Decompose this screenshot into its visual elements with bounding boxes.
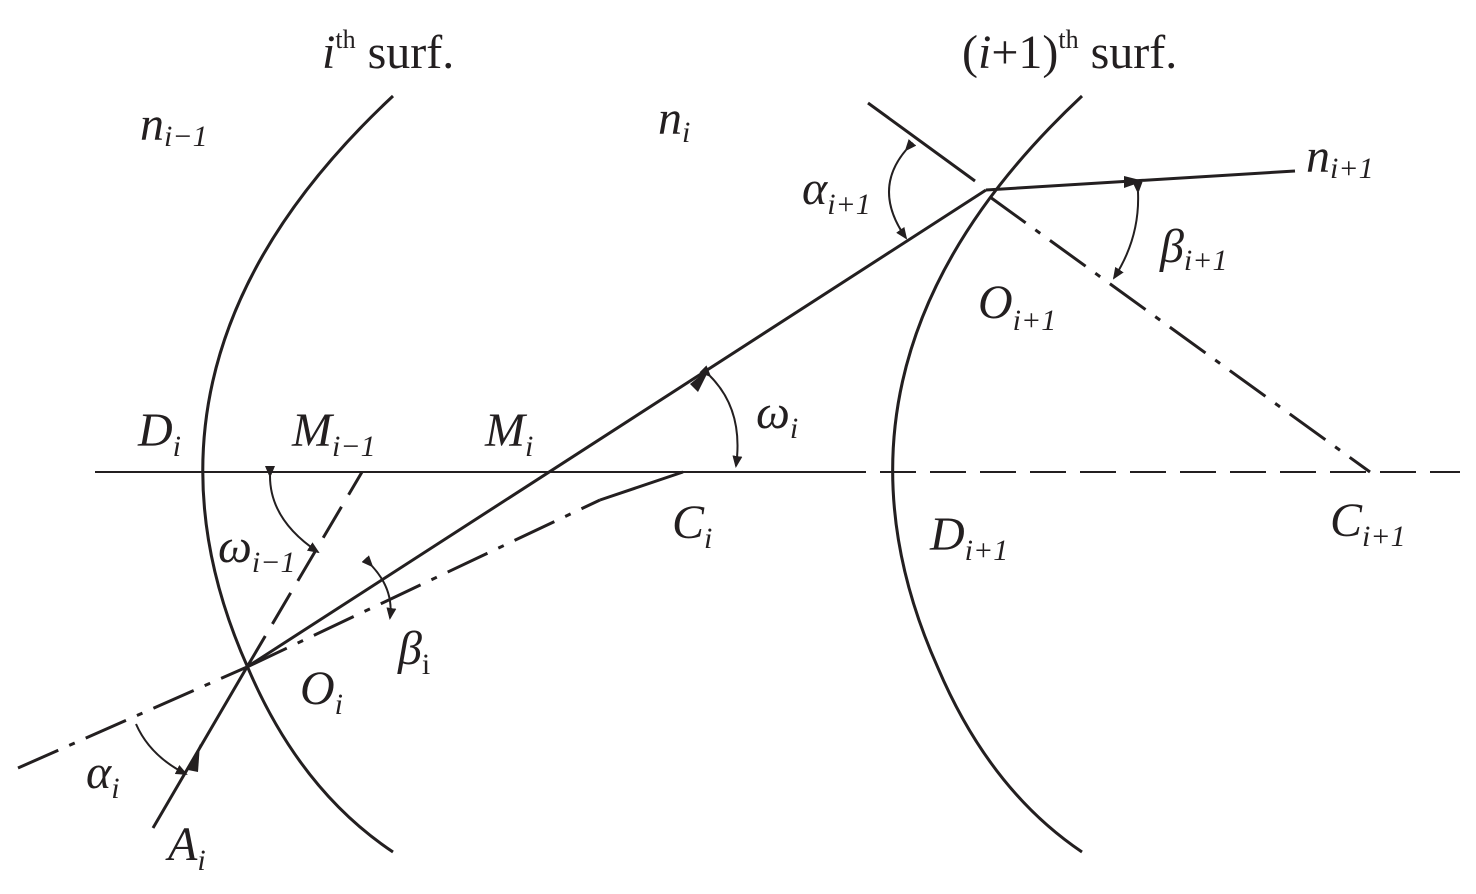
label-n-prev: ni−1 — [140, 98, 208, 153]
label-omega-i: ωi — [756, 386, 798, 445]
label-M-i: Mi — [484, 404, 533, 463]
label-A-i: Ai — [165, 818, 206, 877]
label-C-next: Ci+1 — [1330, 494, 1406, 553]
label-alpha-next: αi+1 — [802, 162, 871, 221]
label-D-i: Di — [137, 404, 181, 463]
alpha-next-arc — [888, 139, 917, 240]
label-O-next: Oi+1 — [978, 276, 1056, 337]
label-omega-prev: ωi−1 — [218, 520, 295, 579]
omega-i-arc — [699, 365, 743, 468]
label-alpha-i: αi — [86, 746, 120, 805]
label-beta-i: βi — [397, 622, 430, 681]
line-to-M-prev — [245, 471, 364, 668]
beta-i-arc — [361, 555, 397, 620]
normal-i-solid — [599, 470, 684, 502]
exit-ray-arrow — [1124, 176, 1144, 188]
normal-i-dashed — [246, 498, 601, 669]
beta-next-arc — [1112, 181, 1143, 280]
label-C-i: Ci — [672, 496, 712, 555]
label-n-i: ni — [658, 92, 690, 149]
label-beta-next: βi+1 — [1159, 220, 1228, 277]
surface-i-title: ith surf. — [322, 25, 454, 79]
normal-i1-upper — [867, 101, 976, 183]
alpha-i-arc — [135, 723, 188, 775]
normal-i1-dashed — [989, 195, 1371, 474]
surface-i-arc — [201, 94, 395, 854]
incident-ray-arrow — [188, 744, 200, 772]
label-D-next: Di+1 — [929, 508, 1008, 567]
surface-i1-title: (i+1)th surf. — [962, 25, 1177, 79]
omega-prev-arc — [264, 465, 320, 554]
label-O-i: Oi — [300, 662, 343, 721]
label-n-next: ni+1 — [1306, 130, 1374, 185]
incident-ray — [151, 666, 249, 829]
refracted-ray — [246, 188, 987, 669]
normal-i-extension — [17, 665, 248, 770]
label-M-prev: Mi−1 — [291, 404, 376, 463]
surface-i1-arc — [891, 94, 1084, 854]
